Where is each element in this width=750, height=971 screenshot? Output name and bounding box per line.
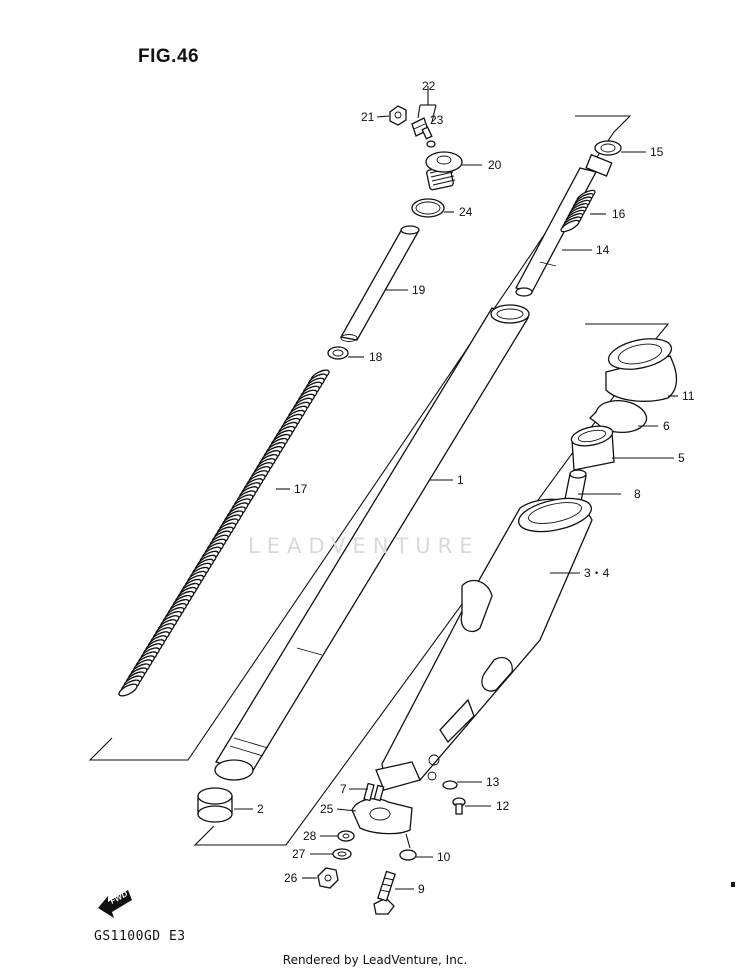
damper-rod [515,167,597,297]
axle-holder-nut [317,867,339,889]
label-part-8: 8 [634,487,641,501]
label-part-13: 13 [486,775,500,789]
damper-ring [585,140,622,177]
label-part-11: 11 [682,389,695,403]
label-part-26: 26 [284,871,298,885]
watermark: LEADVENTURE [248,534,480,558]
slide-bushing [197,787,233,823]
bolt-washer [399,849,417,861]
fork-spring [118,369,330,697]
spacer-tube [339,225,420,342]
label-part-7: 7 [340,782,347,796]
valve-o-ring [426,140,436,148]
drain-gasket [442,780,458,790]
label-part-16: 16 [612,207,626,221]
label-part-24: 24 [459,205,473,219]
drain-screw [452,797,466,815]
spring-coil [560,219,580,233]
label-part-25: 25 [320,802,334,816]
label-part-14: 14 [596,243,610,257]
spring-washer [332,848,352,860]
footer-credit: Rendered by LeadVenture, Inc. [282,953,468,967]
axle-holder-stud [363,782,385,802]
label-part-5: 5 [678,451,685,465]
label-part-6: 6 [663,419,670,433]
axle-holder [351,761,421,835]
label-part-28: 28 [303,829,317,843]
label-part-15: 15 [650,145,664,159]
label-part-21: 21 [361,110,375,124]
label-part-10: 10 [437,850,451,864]
rebound-spring [560,189,596,233]
margin-mark [731,882,735,887]
oil-seal [570,425,615,471]
outer-fork-tube [381,497,593,783]
axle-washer [337,830,355,842]
inner-fork-tube [214,304,530,781]
figure-title: FIG.46 [138,46,200,67]
dust-seal [605,338,678,402]
label-part-23: 23 [430,113,444,127]
label-part-18: 18 [369,350,383,364]
leader-lines [234,86,678,890]
fork-cap-bolt [425,151,463,191]
label-part-17: 17 [294,482,308,496]
label-part-20: 20 [488,158,502,172]
damper-rod-bolt [373,870,396,915]
label-part-19: 19 [412,283,426,297]
spring-seat-washer [327,346,349,360]
forward-arrow-icon: FWD [98,889,132,918]
spring-coil [118,683,138,697]
assembly-frame-upper [88,115,632,761]
label-part-27: 27 [292,847,306,861]
air-valve-nut [389,105,407,126]
label-part-2: 2 [257,802,264,816]
air-valve [411,117,433,140]
cap-o-ring [411,198,445,218]
model-code: GS1100GD E3 [94,929,186,944]
label-part-12: 12 [496,799,510,813]
label-part-22: 22 [422,79,436,93]
label-part-9: 9 [418,882,425,896]
part-labels: 22 21 23 20 24 19 18 17 1 2 15 16 14 11 … [257,79,695,896]
label-part-1: 1 [457,473,464,487]
label-part-3-4: 3・4 [584,566,610,580]
